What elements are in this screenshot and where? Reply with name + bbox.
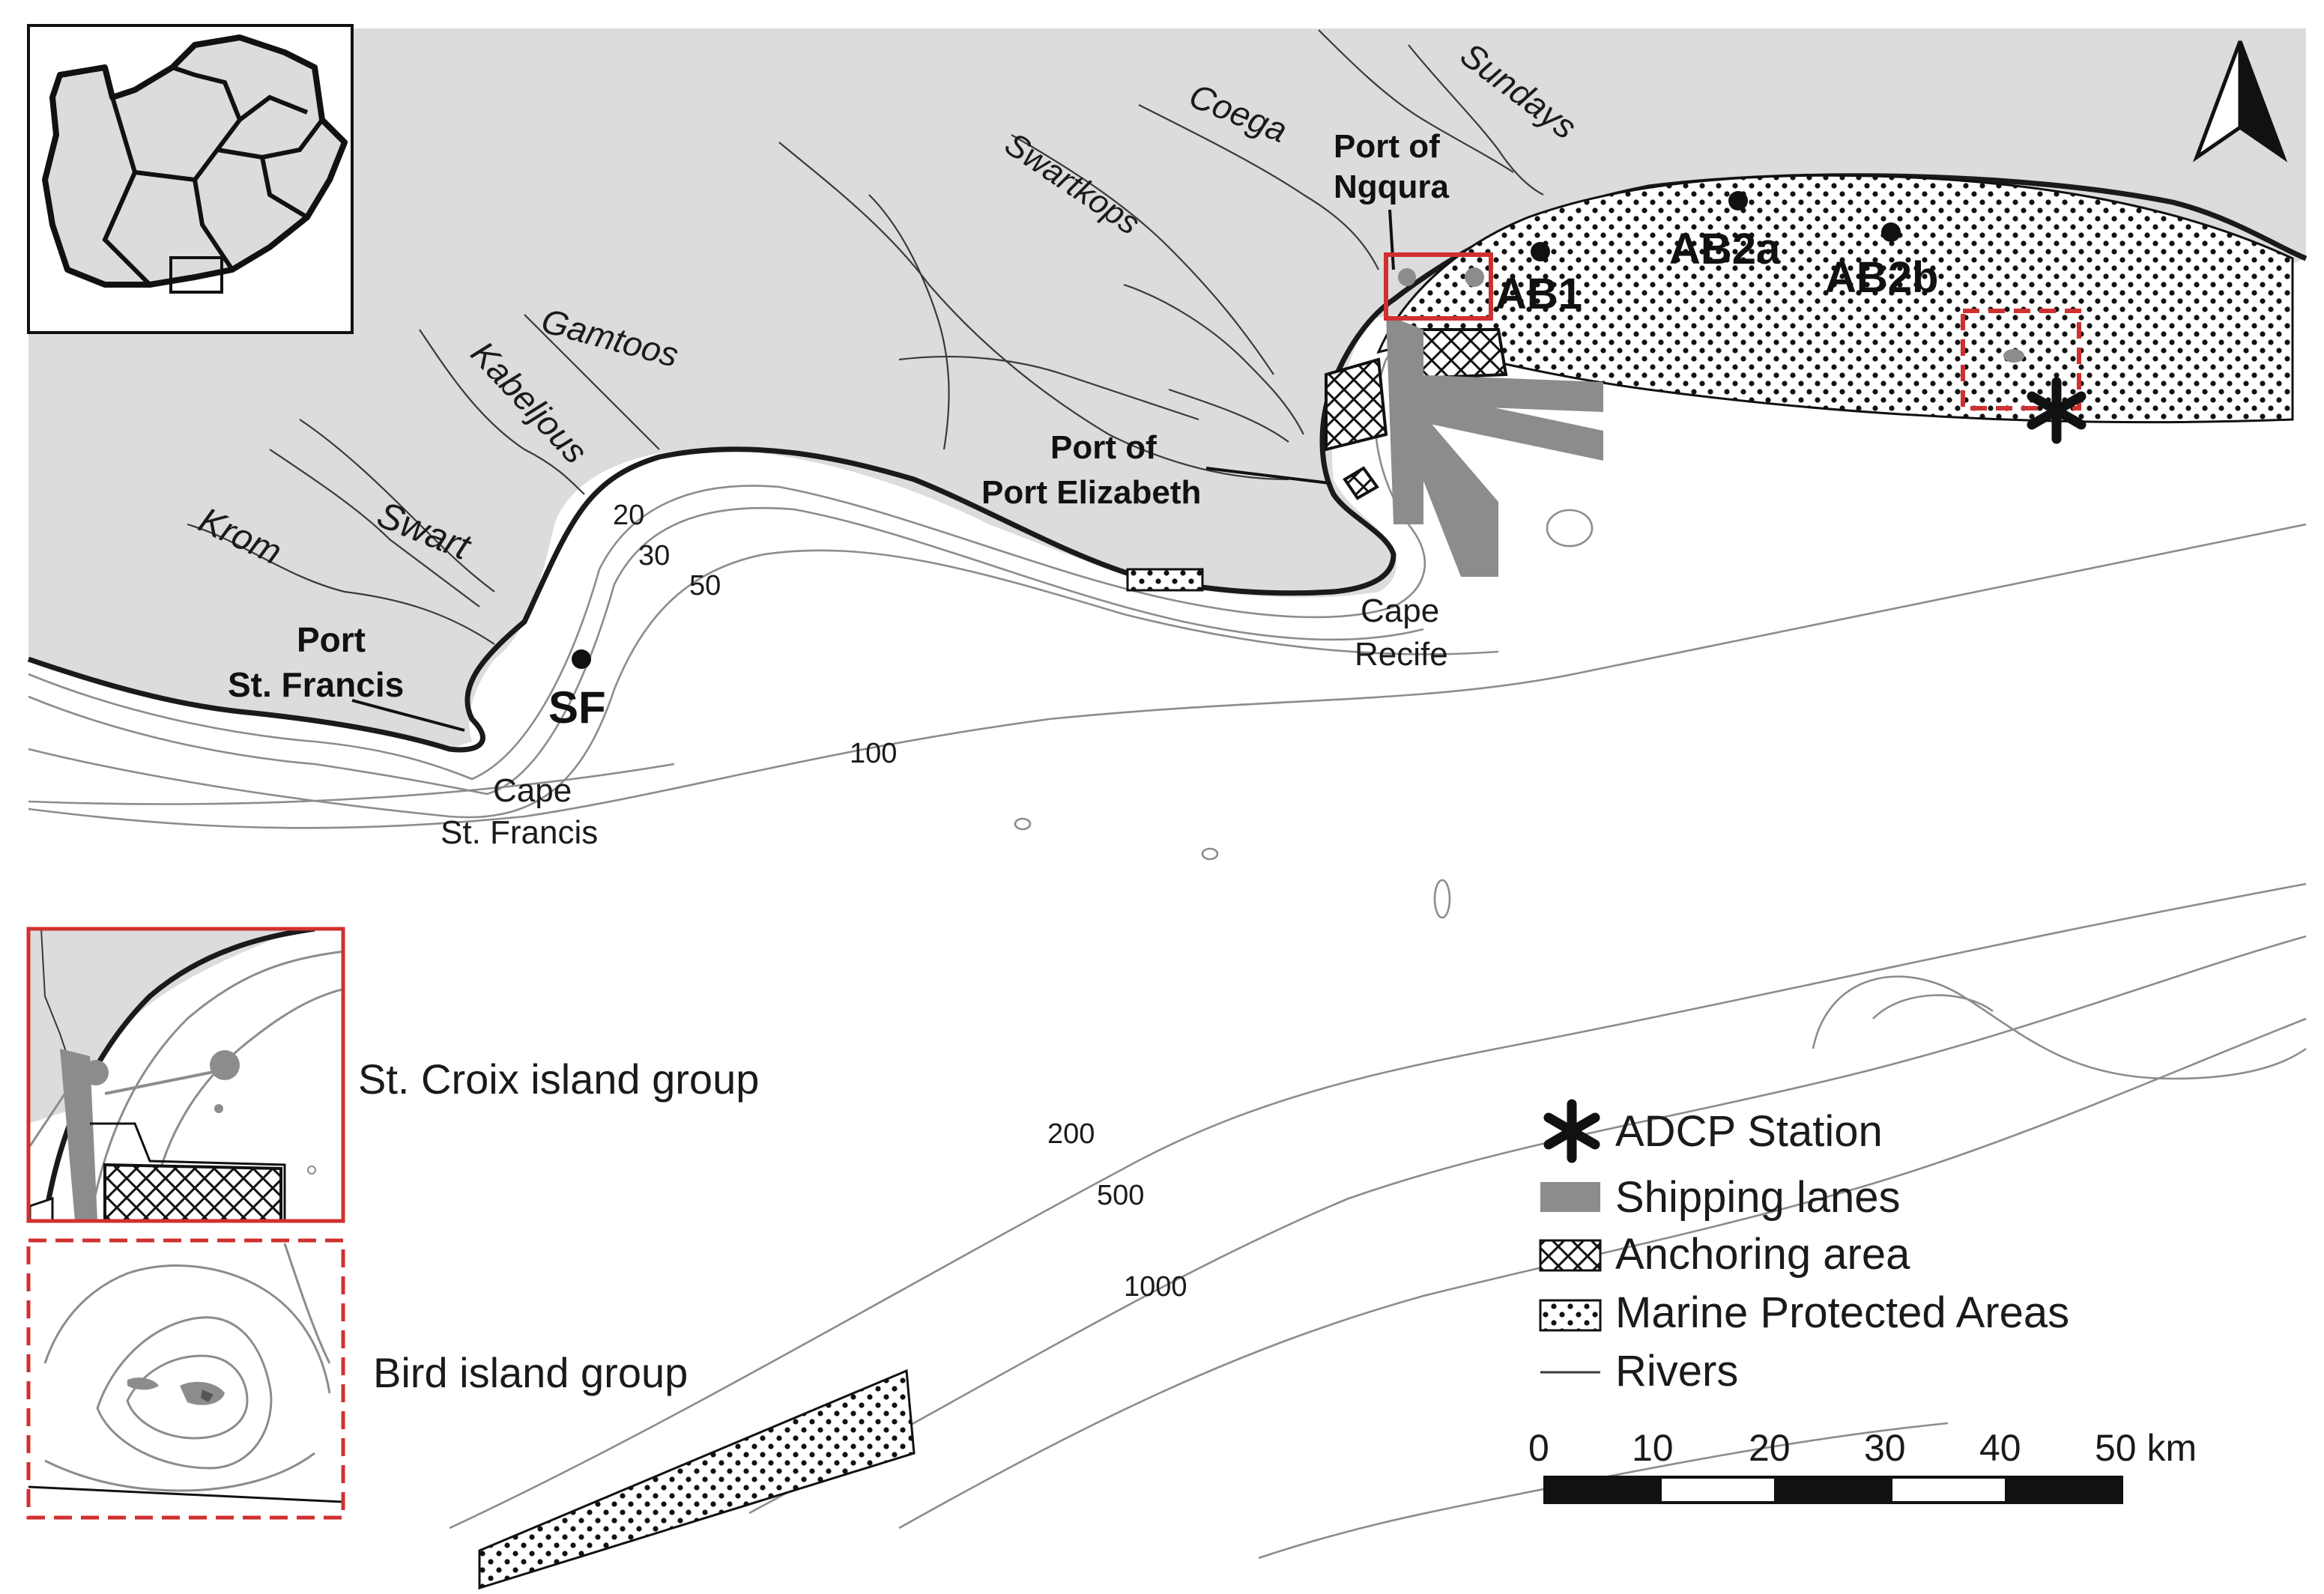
legend: ADCP Station Shipping lanes Anchoring ar… — [1539, 1099, 2069, 1395]
port-ngqura-leader — [1388, 209, 1395, 270]
contour-label-30: 30 — [638, 540, 670, 572]
mpa-small-coastal — [1126, 568, 1204, 592]
anchoring-area-ngqura — [1410, 328, 1508, 381]
port-st-francis-label-1: Port — [297, 620, 366, 659]
station-ab1-dot[interactable] — [1531, 242, 1550, 261]
legend-rivers-label: Rivers — [1615, 1347, 1738, 1395]
legend-anchoring-swatch — [1539, 1239, 1602, 1272]
legend-lanes-swatch — [1540, 1182, 1600, 1212]
anchoring-area-pe — [1325, 357, 1388, 452]
locator-inset[interactable] — [27, 24, 354, 334]
scale-tick-0: 0 — [1528, 1427, 1549, 1469]
mpa-algoa-bay — [1376, 174, 2294, 424]
scale-segment — [2005, 1476, 2123, 1504]
station-sf-label: SF — [548, 682, 606, 733]
contour-label-20: 20 — [613, 500, 644, 531]
scale-tick-40: 40 — [1979, 1427, 2021, 1469]
mpa-offshore — [478, 1369, 916, 1590]
bird-island-locator[interactable] — [1961, 309, 2081, 410]
port-ngqura-label-1: Port of — [1334, 128, 1440, 165]
study-area-locator-box — [169, 256, 223, 294]
scale-tick-30: 30 — [1864, 1427, 1906, 1469]
legend-mpa-swatch — [1539, 1299, 1602, 1332]
contour-label-200: 200 — [1047, 1118, 1095, 1150]
legend-anchoring-label: Anchoring area — [1615, 1230, 1910, 1279]
scale-segment — [1659, 1476, 1777, 1504]
port-st-francis-label-2: St. Francis — [228, 665, 404, 704]
station-ab2a-label: AB2a — [1669, 225, 1781, 273]
station-ab2b-label: AB2b — [1825, 253, 1938, 302]
bird-island-inset-label: Bird island group — [373, 1349, 688, 1396]
st-croix-inset-label: St. Croix island group — [358, 1055, 759, 1103]
st-croix-inset[interactable] — [26, 927, 345, 1223]
scale-segment — [1889, 1476, 2008, 1504]
legend-mpa-label: Marine Protected Areas — [1615, 1288, 2069, 1337]
bathymetry-contours — [28, 276, 2307, 1560]
scale-segment — [1774, 1476, 1892, 1504]
adcp-station-marker[interactable] — [2027, 377, 2087, 444]
asterisk-icon — [2027, 377, 2087, 444]
port-st-francis-leader — [351, 699, 465, 732]
station-ab2b-dot[interactable] — [1881, 222, 1901, 242]
islands — [1398, 267, 2024, 363]
st-croix-locator[interactable] — [1384, 252, 1493, 321]
scale-bar: 0 10 20 30 40 50 km — [1528, 1427, 2197, 1504]
cape-st-francis-label-1: Cape — [493, 772, 572, 809]
legend-adcp-label: ADCP Station — [1615, 1107, 1883, 1156]
cape-recife-label-1: Cape — [1361, 593, 1439, 629]
port-pe-label-1: Port of — [1050, 429, 1157, 466]
scale-tick-10: 10 — [1632, 1427, 1674, 1469]
scale-segments — [1543, 1476, 2123, 1504]
station-ab2a-dot[interactable] — [1728, 191, 1748, 210]
bird-island-inset[interactable] — [26, 1238, 345, 1520]
contour-label-50: 50 — [689, 570, 721, 601]
cape-st-francis-label-2: St. Francis — [441, 814, 598, 851]
station-ab1-label: AB1 — [1495, 270, 1582, 318]
rivers-network — [187, 29, 1544, 645]
anchoring-area-small — [1343, 466, 1379, 500]
contour-label-500: 500 — [1097, 1180, 1144, 1211]
contour-label-100: 100 — [850, 738, 897, 769]
cape-recife-label-2: Recife — [1355, 636, 1448, 673]
port-pe-leader — [1205, 467, 1331, 485]
legend-lanes-label: Shipping lanes — [1615, 1173, 1901, 1222]
legend-adcp-icon — [1543, 1099, 1600, 1163]
contour-label-1000: 1000 — [1124, 1271, 1187, 1303]
scale-segment — [1543, 1476, 1662, 1504]
provinces — [102, 65, 324, 287]
scale-tick-50: 50 km — [2095, 1427, 2197, 1469]
north-arrow-icon — [2192, 40, 2288, 163]
stations — [572, 191, 1901, 669]
scale-tick-20: 20 — [1749, 1427, 1791, 1469]
shipping-lanes — [1386, 315, 1603, 577]
port-pe-label-2: Port Elizabeth — [981, 474, 1201, 511]
port-ngqura-label-2: Ngqura — [1334, 169, 1450, 205]
station-sf-dot[interactable] — [572, 649, 591, 669]
